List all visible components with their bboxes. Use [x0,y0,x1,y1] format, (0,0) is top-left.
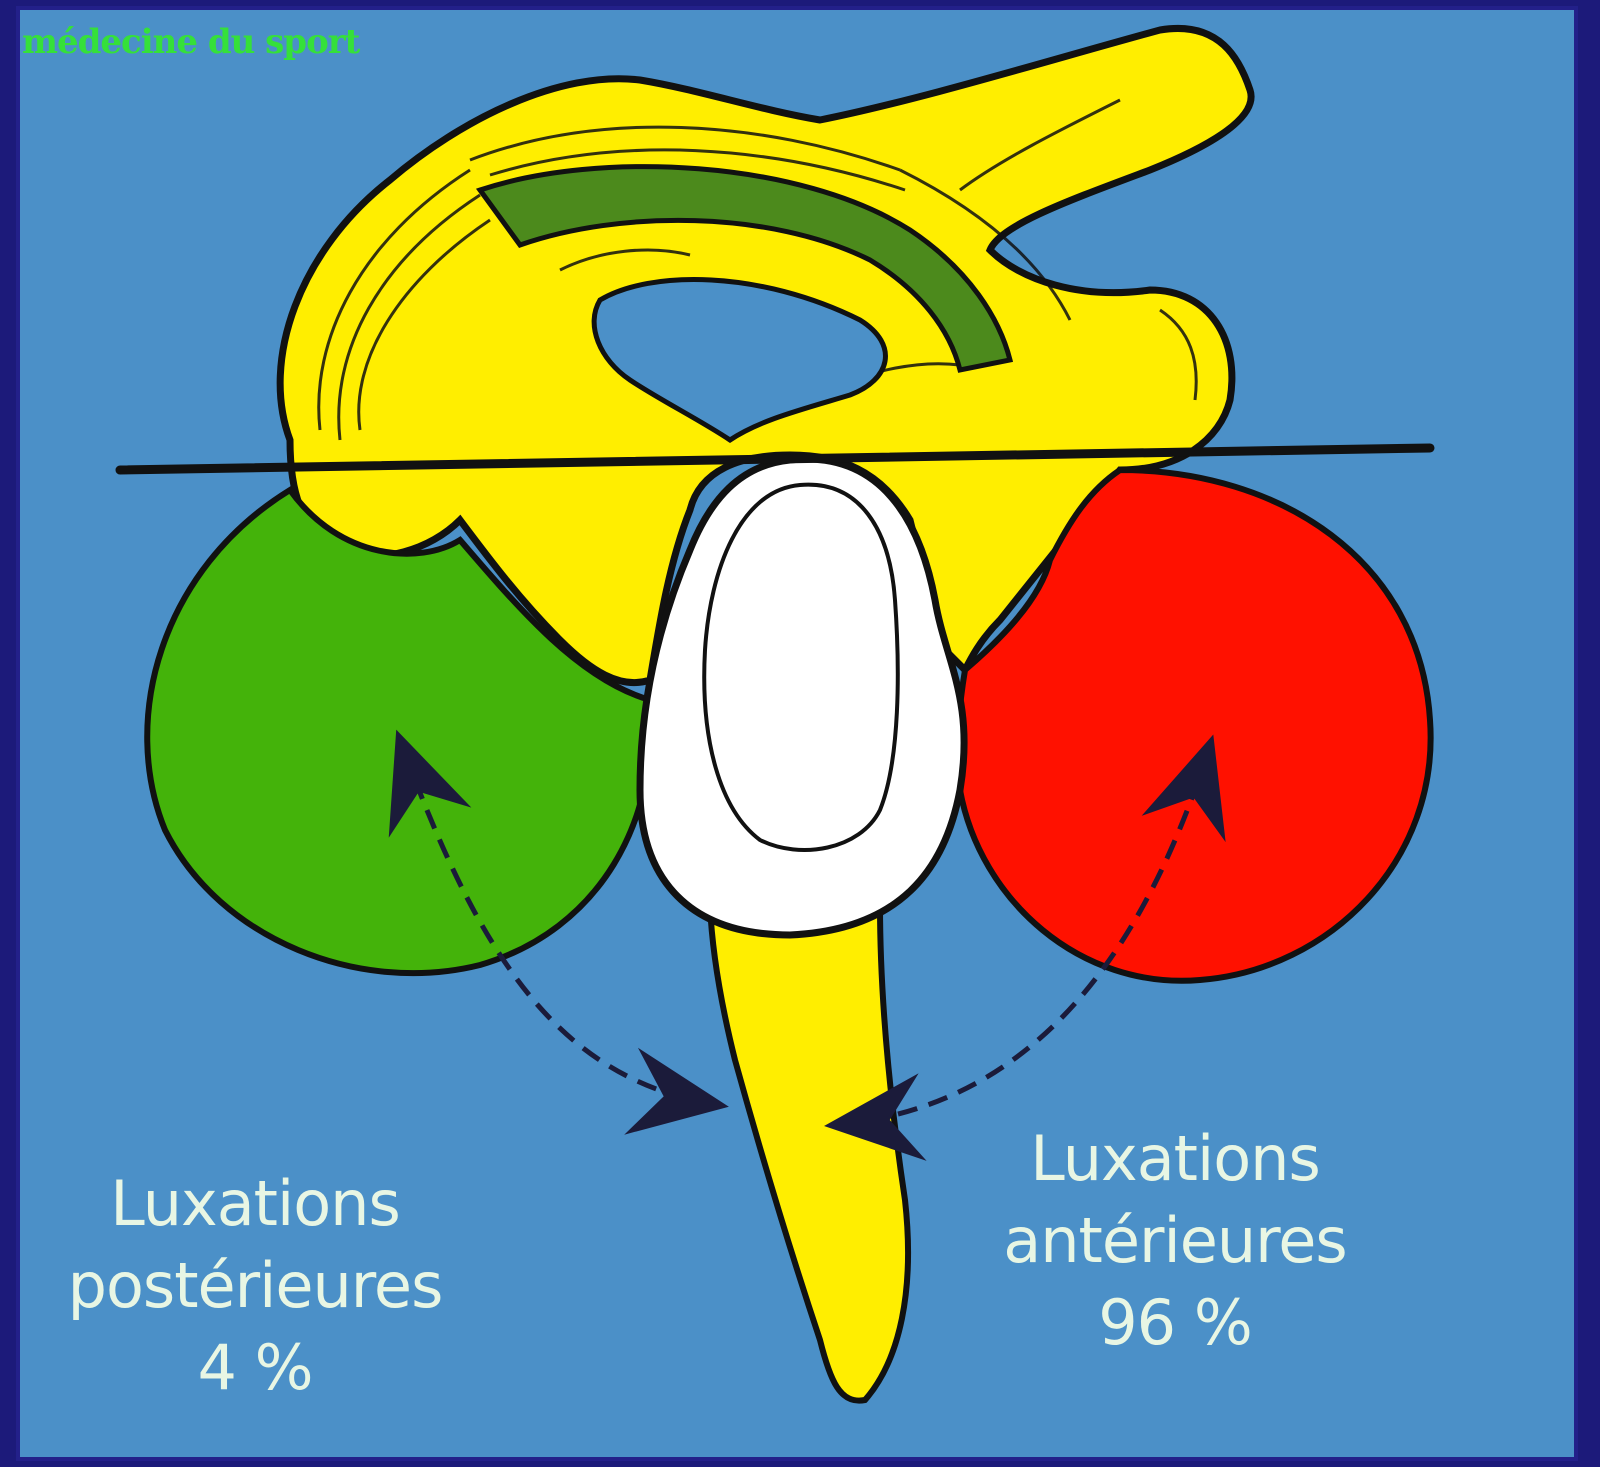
anterior-dislocation-arrow [824,734,1226,1161]
glenoid-fossa [636,455,968,939]
anterior-label-line2: antérieures [1003,1204,1347,1277]
watermark: médecine du sport [22,22,360,62]
anterior-dislocation-label: Luxations antérieures 96 % [960,1118,1390,1364]
glenoid-inner-outline [702,482,900,852]
anterior-label-percent: 96 % [1098,1286,1253,1359]
posterior-dislocation-arrow [388,729,729,1135]
posterior-label-percent: 4 % [197,1331,313,1404]
coracoid-gap [591,277,888,444]
reference-line [115,443,1435,475]
posterior-label-line2: postérieures [67,1249,444,1322]
anterior-label-line1: Luxations [1030,1122,1321,1195]
posterior-label-line1: Luxations [110,1167,401,1240]
posterior-dislocation-label: Luxations postérieures 4 % [40,1163,470,1409]
coracoacromial-ligament [475,164,1014,373]
humeral-shaft [706,902,912,1404]
